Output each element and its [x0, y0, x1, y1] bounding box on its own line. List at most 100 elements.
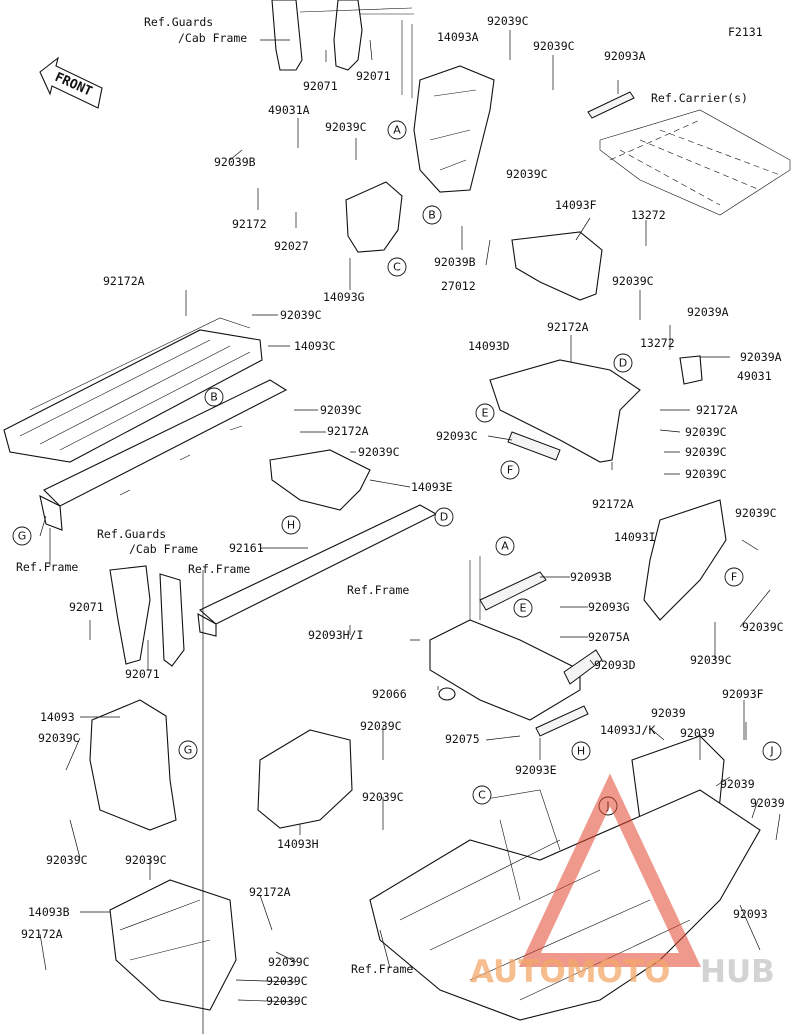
label-92093hi: 92093H/I: [308, 628, 363, 642]
callout-h-2: H: [571, 741, 591, 761]
svg-text:F: F: [731, 571, 737, 584]
label-92066: 92066: [372, 687, 407, 701]
label-92093: 92093: [733, 907, 768, 921]
label-ref-guards-2a: Ref.Guards: [97, 527, 166, 541]
main-vehicle-frame: [369, 789, 761, 1021]
svg-text:H: H: [287, 519, 295, 532]
label-ref-guards-1b: /Cab Frame: [178, 31, 247, 45]
cargo-carrier: [599, 109, 791, 216]
label-92172a-c: 92172A: [696, 403, 738, 417]
label-92039-a: 92039: [651, 706, 686, 720]
label-92039c-g: 92039C: [320, 403, 362, 417]
label-92093e: 92093E: [515, 763, 557, 777]
svg-text:B: B: [428, 209, 436, 222]
cab-frame-posts-lower: [109, 565, 185, 667]
label-14093g: 14093G: [323, 290, 365, 304]
watermark: AUTOMOTO HUB: [470, 773, 775, 990]
label-ref-frame-3: Ref.Frame: [347, 583, 409, 597]
label-14093: 14093: [40, 710, 75, 724]
label-14093b: 14093B: [28, 905, 70, 919]
label-92039c-o: 92039C: [38, 731, 80, 745]
label-92027: 92027: [274, 239, 309, 253]
bracket-14093e: [269, 449, 371, 511]
svg-text:H: H: [577, 745, 585, 758]
svg-text:B: B: [210, 391, 218, 404]
label-ref-frame-1: Ref.Frame: [188, 562, 250, 576]
callout-f-2: F: [724, 567, 744, 587]
label-ref-guards-2b: /Cab Frame: [129, 542, 198, 556]
label-92172a-f: 92172A: [249, 885, 291, 899]
watermark-logo-icon: [518, 773, 702, 967]
callout-b-2: B: [204, 387, 224, 407]
label-92039-c: 92039: [720, 777, 755, 791]
front-direction-arrow: FRONT: [39, 56, 103, 109]
label-92093c: 92093C: [436, 429, 478, 443]
label-92172a-a: 92172A: [103, 274, 145, 288]
callout-c-1: C: [387, 257, 407, 277]
callout-g-2: G: [178, 740, 198, 760]
guard-14093a: [413, 65, 495, 193]
guard-14093b: [109, 879, 237, 1011]
svg-text:G: G: [184, 744, 193, 757]
label-13272-a: 13272: [631, 208, 666, 222]
svg-text:J: J: [769, 745, 773, 758]
label-92039-b: 92039: [680, 726, 715, 740]
label-92039c-c: 92039C: [325, 120, 367, 134]
callout-a-2: A: [495, 536, 515, 556]
callout-d-2: D: [434, 507, 454, 527]
label-92039c-h: 92039C: [685, 425, 727, 439]
callout-c-2: C: [472, 785, 492, 805]
cab-frame-posts-top: [271, 0, 414, 98]
damper-92066: [438, 687, 456, 701]
callout-b-1: B: [422, 205, 442, 225]
label-ref-frame-4: Ref.Frame: [351, 962, 413, 976]
svg-text:C: C: [478, 789, 486, 802]
label-92039c-f: 92039C: [280, 308, 322, 322]
label-92093d: 92093D: [594, 658, 636, 672]
seal-92093b: [479, 571, 547, 611]
callout-a-1: A: [387, 120, 407, 140]
label-92172a-b: 92172A: [547, 320, 589, 334]
label-14093h: 14093H: [277, 837, 319, 851]
label-92039b-a: 92039B: [214, 155, 256, 169]
label-92039c-l: 92039C: [735, 506, 777, 520]
label-92071-b: 92071: [356, 69, 391, 83]
label-92172a-g: 92172A: [21, 927, 63, 941]
label-92071-d: 92071: [125, 667, 160, 681]
svg-text:E: E: [520, 602, 527, 615]
callout-e-2: E: [513, 598, 533, 618]
center-frame-section: [429, 556, 603, 721]
label-14093jk: 14093J/K: [600, 723, 655, 737]
guard-14093i: [643, 499, 727, 621]
frame-beam-d: [197, 504, 438, 637]
part-labels: Ref.Guards /Cab Frame 92071 92071 14093A…: [16, 14, 785, 1008]
label-92039c-m: 92039C: [742, 620, 784, 634]
label-14093e: 14093E: [411, 480, 453, 494]
label-92039c-r: 92039C: [46, 853, 88, 867]
label-92093b: 92093B: [570, 570, 612, 584]
callout-d-1: D: [613, 353, 633, 373]
label-ref-carriers: Ref.Carrier(s): [651, 91, 748, 105]
leader-lines: [39, 30, 781, 1034]
label-92071-c: 92071: [69, 600, 104, 614]
label-92039c-i: 92039C: [685, 445, 727, 459]
label-92075a: 92075A: [588, 630, 630, 644]
label-92093f: 92093F: [722, 687, 764, 701]
label-92039c-b: 92039C: [533, 39, 575, 53]
label-92161: 92161: [229, 541, 264, 555]
label-92039c-n: 92039C: [690, 653, 732, 667]
watermark-text-part1: AUTOMOTO: [470, 954, 670, 990]
svg-text:F: F: [507, 464, 513, 477]
label-13272-b: 13272: [640, 336, 675, 350]
svg-text:E: E: [482, 407, 489, 420]
guard-14093f: [511, 231, 603, 301]
label-14093a: 14093A: [437, 30, 479, 44]
label-92039c-e: 92039C: [612, 274, 654, 288]
label-92039c-d: 92039C: [506, 167, 548, 181]
label-92039c-t: 92039C: [268, 955, 310, 969]
svg-text:A: A: [501, 540, 509, 553]
label-ref-guards-1a: Ref.Guards: [144, 15, 213, 29]
callout-g-1: G: [12, 526, 32, 546]
svg-text:D: D: [440, 511, 448, 524]
